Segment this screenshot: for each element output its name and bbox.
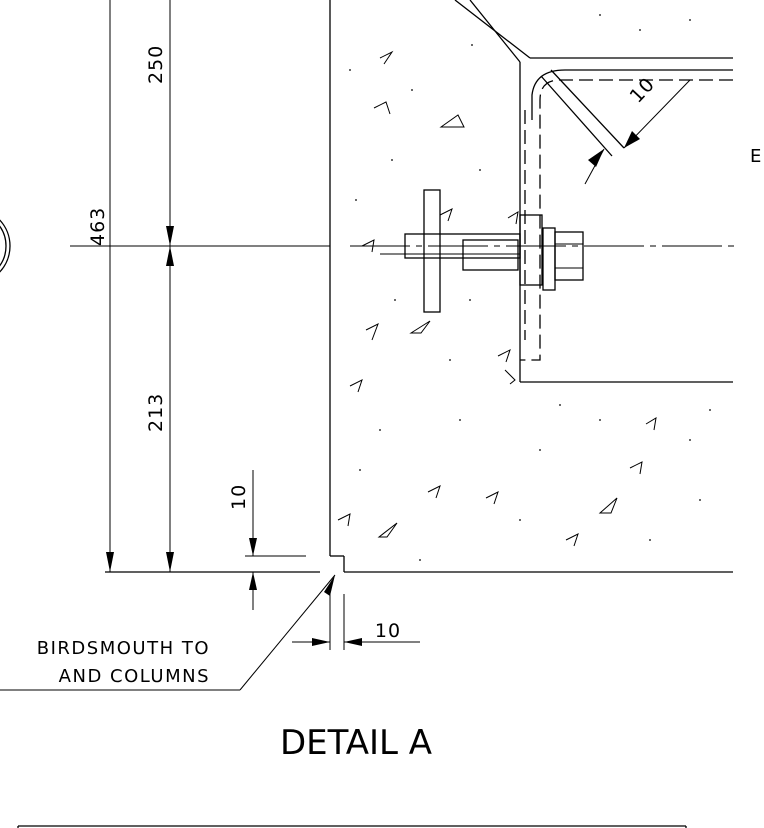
dim-250-label: 250 <box>145 45 167 84</box>
notch-horizontal-dimension: 10 <box>292 594 420 650</box>
birdsmouth-note-line1: BIRDSMOUTH TO <box>37 638 210 659</box>
notch-vertical-dimension: 10 <box>228 470 306 610</box>
vertical-dimension-lines <box>106 0 180 572</box>
anchor-bolt-assembly <box>380 189 584 313</box>
birdsmouth-note-line2: AND COLUMNS <box>59 666 210 687</box>
top-reinforcement <box>531 69 733 157</box>
dim-213-label-group: 213 <box>145 393 167 432</box>
column-circle-partial <box>0 219 11 273</box>
beam-seat-outline <box>454 0 733 383</box>
column-outline <box>329 0 345 572</box>
right-edge-note-fragment: E <box>750 146 763 167</box>
cover-dimension: 10 <box>584 73 691 185</box>
dim-463-label-group: 463 <box>87 207 109 246</box>
hidden-lines <box>520 79 733 361</box>
dim-250-label-group: 250 <box>145 45 167 84</box>
birdsmouth-leader: BIRDSMOUTH TO AND COLUMNS <box>0 574 336 691</box>
dim-463-label: 463 <box>87 207 109 246</box>
dim-213-label: 213 <box>145 393 167 432</box>
dim-notch-horizontal-label: 10 <box>375 620 401 642</box>
dim-notch-vertical-label: 10 <box>228 484 250 510</box>
dim-cover-label: 10 <box>626 73 660 107</box>
detail-title: DETAIL A <box>280 723 432 763</box>
concrete-hatch <box>337 14 711 561</box>
